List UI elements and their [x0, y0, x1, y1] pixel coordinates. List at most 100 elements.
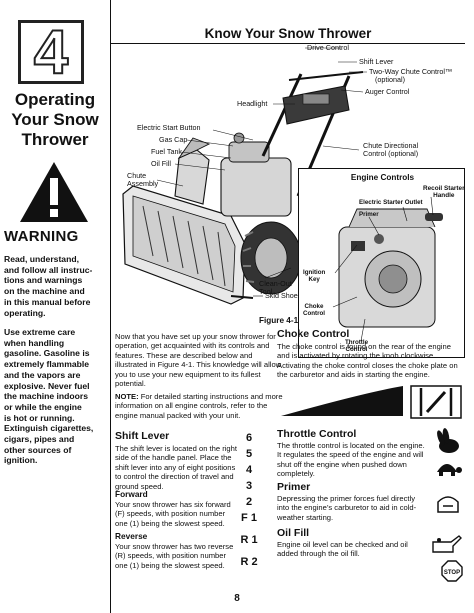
shift-lever-heading: Shift Lever	[115, 430, 170, 442]
callout-primer: Primer	[359, 211, 379, 218]
callout-chute-directional: Chute Directional Control (optional)	[363, 141, 419, 159]
callout-gas-cap: Gas Cap	[159, 135, 188, 144]
sidebar: 4 Operating Your Snow Thrower WARNING Re…	[0, 0, 108, 613]
callout-line: Tool	[259, 287, 273, 297]
shift-position: 2	[245, 496, 253, 508]
callout-line: Control (optional)	[363, 149, 419, 159]
page-title: Know Your Snow Thrower	[204, 26, 372, 41]
callout-electric-start: Electric Start Button	[137, 123, 201, 132]
callout-electric-starter-outlet: Electric Starter Outlet	[359, 199, 423, 206]
warning-line: and follow all instruc-	[4, 264, 93, 275]
warning-line: extremely flammable	[4, 359, 90, 370]
warning-line: is hot or running.	[4, 412, 75, 423]
warning-line: and the vapors are	[4, 369, 81, 380]
choke-icon	[410, 385, 462, 419]
shift-position: R 2	[240, 556, 258, 568]
page-number: 8	[234, 593, 240, 604]
engine-illustration	[332, 196, 443, 342]
callout-two-way-chute: Two-Way Chute Control™	[369, 67, 453, 76]
warning-line: Read, understand,	[4, 254, 79, 264]
warning-line: operating.	[4, 307, 46, 318]
callout-line: Recoil Starter	[423, 185, 465, 192]
engine-controls-inset: Engine Controls Recoil S	[298, 168, 465, 358]
chapter-title-line: Your Snow	[11, 110, 99, 129]
warning-gasoline-text: Use extreme care when handling gasoline.…	[4, 327, 106, 466]
reverse-text: Your snow thrower has two reverse (R) sp…	[115, 542, 234, 570]
callout-throttle-control: Throttle Control	[345, 339, 368, 353]
snow-thrower-figure: Drive Control Shift Lever Two-Way Chute …	[113, 43, 465, 358]
chapter-box: 4	[18, 20, 84, 86]
callout-line: Chute Directional	[363, 141, 419, 150]
oil-fill-heading: Oil Fill	[277, 527, 310, 539]
primer-text: Depressing the primer forces fuel direct…	[277, 494, 417, 522]
warning-line: in this manual before	[4, 296, 91, 307]
callout-line: Ignition	[303, 269, 326, 276]
figure-caption: Figure 4-1	[259, 316, 299, 325]
shift-position: F 1	[241, 512, 257, 524]
callout-ignition-key: Ignition Key	[303, 269, 325, 283]
warning-line: Use extreme care	[4, 327, 76, 337]
callout-oil-fill: Oil Fill	[151, 159, 171, 168]
warning-line: other sources of	[4, 444, 72, 455]
callout-headlight: Headlight	[237, 99, 268, 108]
callout-shift-lever: Shift Lever	[359, 57, 394, 66]
page-header: Know Your Snow Thrower	[111, 26, 465, 44]
callout-line: Chute	[127, 171, 147, 180]
chapter-title: Operating Your Snow Thrower	[6, 90, 104, 150]
warning-line: explosive. Never fuel	[4, 380, 90, 391]
shift-position: 3	[245, 480, 253, 492]
shift-position: R 1	[240, 534, 258, 546]
stop-sign-icon: STOP	[441, 560, 463, 582]
warning-line: when handling	[4, 337, 65, 348]
callout-line: Handle	[433, 192, 455, 200]
callout-line: Key	[308, 276, 320, 284]
main-column: Know Your Snow Thrower	[110, 0, 474, 613]
chapter-title-line: Operating	[14, 90, 96, 109]
oil-fill-text: Engine oil level can be checked and oil …	[277, 540, 408, 559]
callout-line: Assembly	[127, 179, 159, 189]
warning-line: cigars, pipes and	[4, 434, 75, 445]
primer-bulb-icon	[437, 496, 459, 513]
callout-two-way-optional: (optional)	[375, 75, 405, 84]
shift-position: 4	[245, 464, 253, 476]
warning-line: gasoline. Gasoline is	[4, 348, 90, 359]
choke-control-text: The choke control is found on the rear o…	[277, 342, 458, 380]
forward-text: Your snow thrower has six forward (F) sp…	[115, 500, 231, 528]
primer-heading: Primer	[277, 481, 311, 493]
oil-can-icon	[432, 535, 462, 553]
intro-paragraph: Now that you have set up your snow throw…	[115, 332, 282, 389]
choke-control-heading: Choke Control	[277, 328, 350, 340]
callout-clean-out-tool: Clean-Out Tool	[259, 279, 292, 297]
throttle-range-graphic	[281, 386, 403, 416]
throttle-control-heading: Throttle Control	[277, 428, 357, 440]
callout-choke-control: Choke Control	[303, 303, 325, 317]
note-paragraph: NOTE: For detailed starting instructions…	[115, 392, 285, 420]
callout-fuel-tank: Fuel Tank	[151, 147, 183, 156]
callout-line: Choke	[304, 303, 324, 310]
reverse-heading: Reverse	[115, 531, 148, 541]
shift-position: 6	[245, 432, 253, 444]
callout-recoil-starter: Recoil Starter Handle	[423, 185, 465, 199]
warning-line: tions and warnings	[4, 275, 83, 286]
warning-line: the machine indoors	[4, 391, 89, 402]
warning-line: Extinguish cigarettes,	[4, 423, 94, 434]
stop-sign-label: STOP	[444, 570, 460, 576]
turtle-icon	[437, 464, 462, 476]
warning-heading: WARNING	[4, 228, 79, 245]
note-text: For detailed starting instructions and m…	[115, 392, 283, 420]
callout-line: Control	[303, 310, 325, 318]
warning-line: ignition.	[4, 455, 38, 466]
warning-line: or while the engine	[4, 401, 82, 412]
callout-drive-control: Drive Control	[307, 43, 349, 52]
callout-line: Clean-Out	[259, 279, 292, 288]
forward-heading: Forward	[115, 489, 148, 499]
callout-line: Control	[345, 346, 368, 354]
shift-lever-text: The shift lever is located on the right …	[115, 444, 237, 491]
warning-triangle-icon	[20, 162, 88, 222]
callout-skid-shoe: Skid Shoe	[265, 291, 298, 300]
callout-chute-assembly: Chute Assembly	[127, 171, 159, 189]
warning-read-text: Read, understand, and follow all instruc…	[4, 254, 106, 318]
shift-position: 5	[245, 448, 253, 460]
rabbit-icon	[437, 428, 459, 453]
chapter-title-line: Thrower	[21, 130, 89, 149]
